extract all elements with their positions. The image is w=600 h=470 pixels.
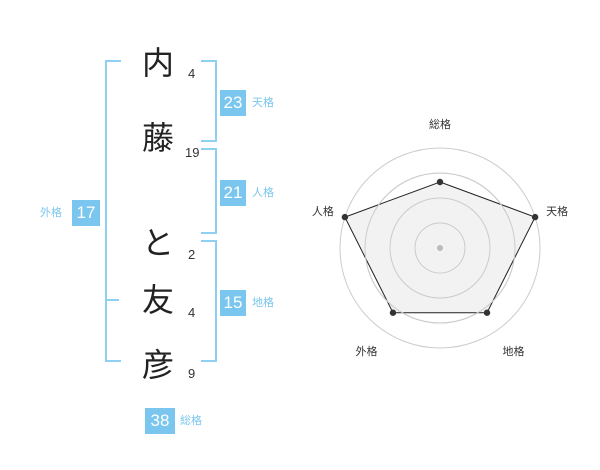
radar-axis-label-5: 人格 [312,204,334,218]
radar-axis-label-1: 総格 [429,117,451,131]
gaikaku-bracket-tick [105,299,119,301]
chikaku-badge: 15 [220,290,246,316]
stroke-count-3: 2 [188,247,196,262]
radar-axis-label-4: 外格 [355,344,377,358]
radar-point-5 [341,213,349,221]
radar-center-dot [437,245,443,251]
jinkaku-badge: 21 [220,180,246,206]
name-char-2: 藤 [141,119,174,157]
tenkaku-label: 天格 [252,96,274,109]
chikaku-bracket [201,240,217,362]
name-char-5: 彦 [141,346,174,384]
gaikaku-badge: 17 [72,200,100,226]
radar-axis-label-3: 地格 [503,344,525,358]
chikaku-label: 地格 [252,296,274,309]
radar-point-3 [483,309,491,316]
gaikaku-label: 外格 [40,206,62,219]
tenkaku-badge: 23 [220,90,246,116]
soukaku-label: 総格 [180,414,202,427]
radar-axis-label-2: 天格 [546,204,568,218]
jinkaku-label: 人格 [252,186,274,199]
stroke-count-2: 19 [185,145,200,160]
radar-point-2 [531,213,539,221]
radar-grid-ring-overlay [389,197,491,299]
tenkaku-bracket [201,60,217,142]
radar-point-4 [389,309,397,316]
jinkaku-bracket [201,148,217,234]
soukaku-badge: 38 [145,408,175,434]
radar-grid-ring-overlay [414,222,466,274]
radar-point-1 [436,178,444,186]
radar-grid-ring-overlay [364,172,516,324]
gaikaku-bracket [105,60,121,362]
name-char-1: 内 [141,44,174,82]
name-char-4: 友 [141,281,174,319]
name-char-3: と [141,224,174,262]
stroke-count-5: 9 [188,366,196,381]
stroke-count-1: 4 [188,66,196,81]
radar-grid-ring [339,147,541,349]
stroke-count-4: 4 [188,305,196,320]
